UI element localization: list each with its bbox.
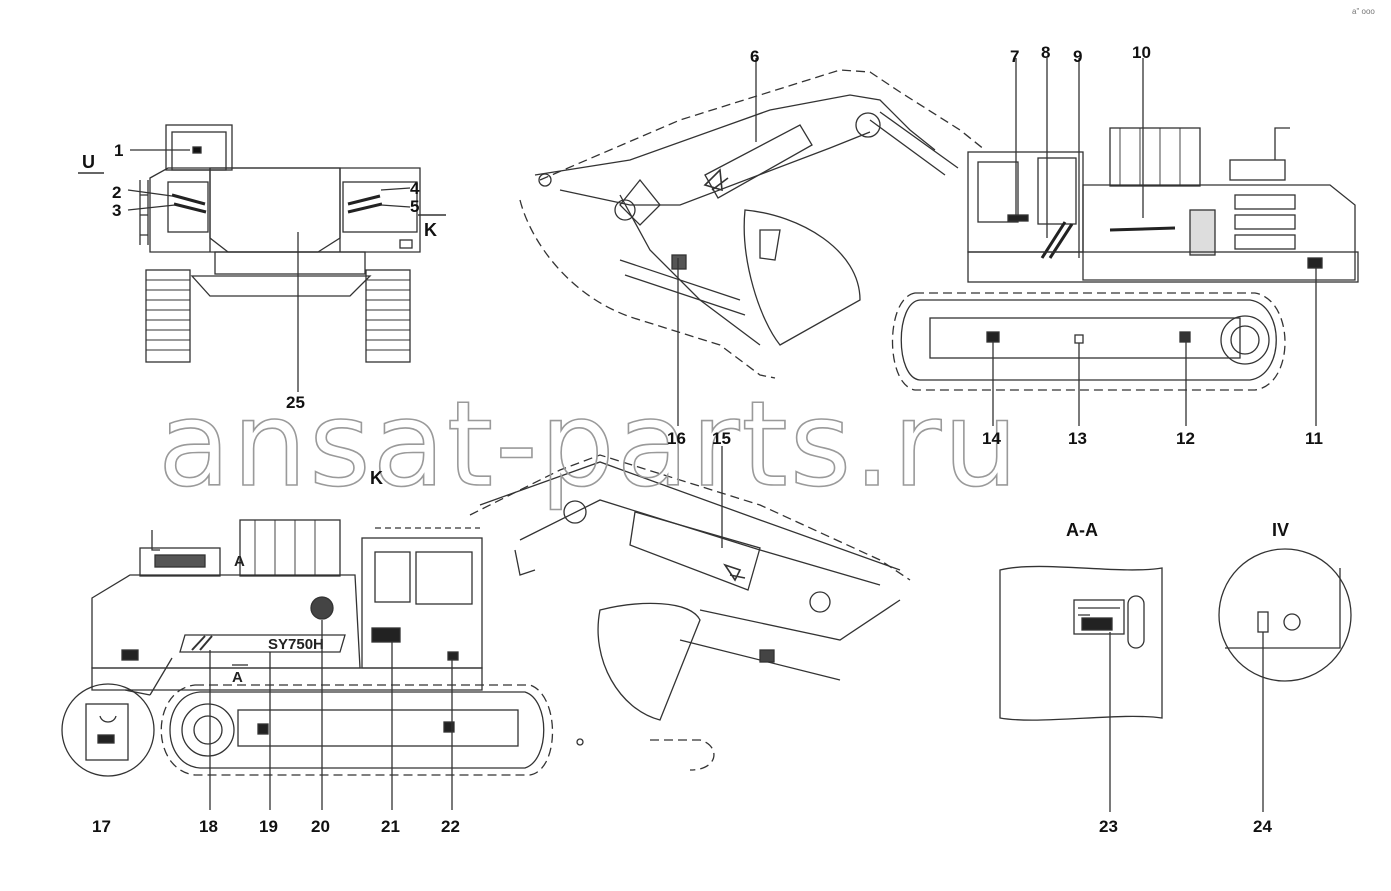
detail-a-a xyxy=(999,565,1163,812)
section-marker-a-lower: A xyxy=(232,669,243,686)
callout-4: 4 xyxy=(410,179,420,198)
callout-10: 10 xyxy=(1132,43,1151,62)
callout-5: 5 xyxy=(410,197,419,216)
callout-14: 14 xyxy=(982,429,1001,448)
callout-19: 19 xyxy=(259,817,278,836)
callout-18: 18 xyxy=(199,817,218,836)
callout-numbers: 1 2 3 4 5 6 7 8 9 10 11 12 13 14 15 16 1… xyxy=(92,43,1323,836)
callout-8: 8 xyxy=(1041,43,1050,62)
view-label-a-a: A-A xyxy=(1066,520,1098,540)
callout-1: 1 xyxy=(114,141,123,160)
section-marker-a-upper: A xyxy=(234,553,245,570)
upper-side-view xyxy=(519,58,1359,426)
callout-2: 2 xyxy=(112,183,121,202)
callout-24: 24 xyxy=(1253,817,1272,836)
view-label-k-top: K xyxy=(424,220,437,240)
view-label-k-mid: K xyxy=(370,468,383,488)
model-decal-text: SY750H xyxy=(268,636,324,653)
callout-12: 12 xyxy=(1176,429,1195,448)
callout-11: 11 xyxy=(1305,429,1323,448)
corner-mark: a" ooo xyxy=(1352,7,1375,16)
lower-side-view: SY750H xyxy=(61,519,554,810)
callout-15: 15 xyxy=(712,429,731,448)
callout-23: 23 xyxy=(1099,817,1118,836)
detail-iv xyxy=(1218,548,1352,812)
callout-7: 7 xyxy=(1010,47,1019,66)
callout-20: 20 xyxy=(311,817,330,836)
callout-25: 25 xyxy=(286,393,305,412)
callout-6: 6 xyxy=(750,47,759,66)
callout-16: 16 xyxy=(667,429,686,448)
callout-3: 3 xyxy=(112,201,121,220)
callout-21: 21 xyxy=(381,817,400,836)
view-label-u: U xyxy=(82,152,95,172)
callout-9: 9 xyxy=(1073,47,1082,66)
watermark-text: ansat-parts.ru xyxy=(158,375,1020,513)
view-label-iv: IV xyxy=(1272,520,1289,540)
front-view xyxy=(78,124,446,392)
lower-arm-view xyxy=(469,258,911,771)
callout-17: 17 xyxy=(92,817,111,836)
callout-22: 22 xyxy=(441,817,460,836)
callout-13: 13 xyxy=(1068,429,1087,448)
